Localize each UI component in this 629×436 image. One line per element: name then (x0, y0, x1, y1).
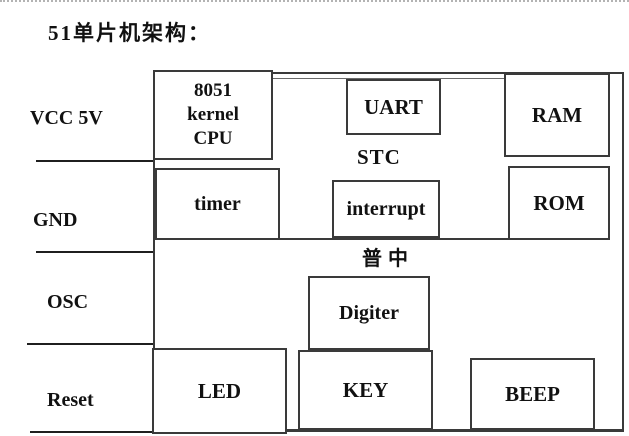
block-interrupt: interrupt (332, 180, 440, 238)
block-timer: timer (155, 168, 280, 240)
pin-label-gnd: GND (33, 209, 78, 231)
block-rom: ROM (508, 166, 610, 240)
pin-line-gnd (36, 251, 153, 253)
block-beep: BEEP (470, 358, 595, 430)
block-key: KEY (298, 350, 433, 430)
pin-label-reset: Reset (47, 389, 94, 411)
inner-top-edge-line (273, 78, 504, 79)
block-ram: RAM (504, 73, 610, 157)
block-uart: UART (346, 79, 441, 135)
vendor-label-puzhong: 普中 (362, 248, 414, 270)
pin-label-osc: OSC (47, 291, 89, 313)
pin-line-vcc (36, 160, 153, 162)
pin-label-vcc: VCC 5V (30, 107, 103, 129)
page-title: 51单片机架构： (48, 21, 211, 45)
vendor-label-stc: STC (357, 145, 401, 169)
block-8051-kernel-cpu: 8051 kernel CPU (153, 70, 273, 160)
block-led: LED (152, 348, 287, 434)
pin-line-reset (30, 431, 153, 433)
section-divider-line (153, 238, 610, 240)
block-digiter: Digiter (308, 276, 430, 350)
pin-line-osc (27, 343, 153, 345)
